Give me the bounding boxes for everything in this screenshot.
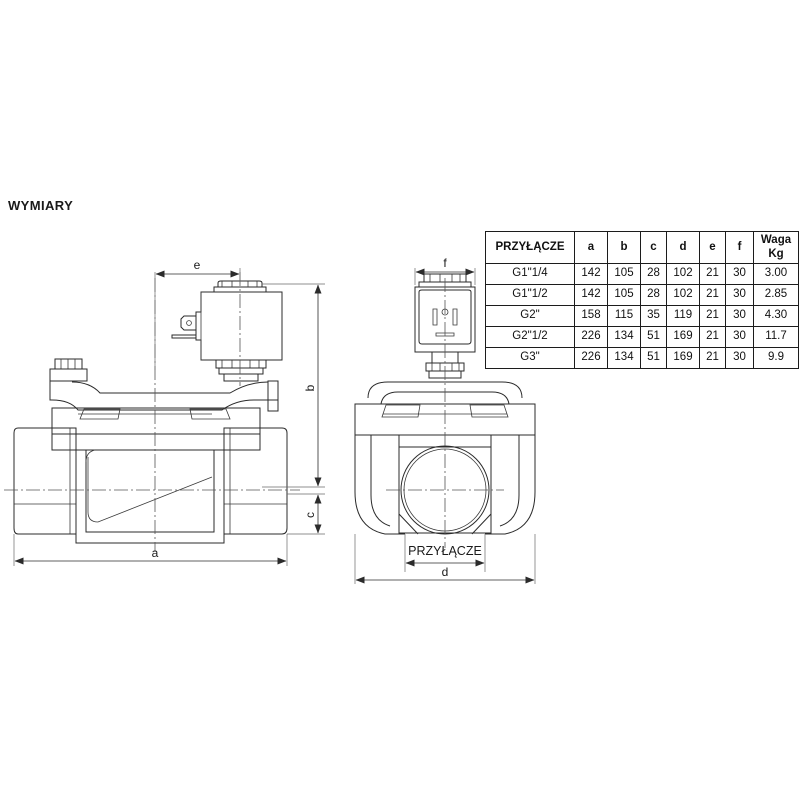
header-przylacze: PRZYŁĄCZE	[485, 231, 575, 264]
valve-flange-side	[51, 407, 261, 451]
cell-f: 30	[725, 284, 754, 306]
cell-e: 21	[699, 263, 726, 285]
dimension-d-label: d	[442, 565, 449, 579]
cell-d: 102	[666, 263, 700, 285]
bonnet-nut-side	[49, 358, 88, 382]
cell-b: 105	[607, 284, 641, 306]
header-d: d	[666, 231, 700, 264]
cell-e: 21	[699, 326, 726, 348]
cell-d: 169	[666, 326, 700, 348]
side-view-group: e b c a	[4, 258, 325, 566]
cell-e: 21	[699, 347, 726, 369]
cell-a: 158	[574, 305, 608, 327]
cell-d: 119	[666, 305, 700, 327]
cell-e: 21	[699, 305, 726, 327]
dimension-e: e	[154, 258, 241, 370]
cell-connection: G1"1/4	[485, 263, 575, 285]
cell-b: 105	[607, 263, 641, 285]
dimension-e-label: e	[194, 258, 201, 272]
cell-a: 142	[574, 284, 608, 306]
cell-d: 102	[666, 284, 700, 306]
cell-a: 142	[574, 263, 608, 285]
cell-f: 30	[725, 263, 754, 285]
cell-weight: 2.85	[753, 284, 799, 306]
cell-weight: 9.9	[753, 347, 799, 369]
coil-side	[171, 280, 283, 412]
cell-c: 28	[640, 284, 667, 306]
cell-connection: G2"1/2	[485, 326, 575, 348]
dimension-a-label: a	[152, 546, 159, 560]
valve-body-side	[13, 427, 288, 544]
header-b: b	[607, 231, 641, 264]
cell-f: 30	[725, 326, 754, 348]
header-f: f	[725, 231, 754, 264]
cell-a: 226	[574, 347, 608, 369]
page-title: WYMIARY	[8, 198, 74, 213]
front-view-group: f PRZYŁĄCZE d	[354, 256, 536, 584]
dimension-overall-width-front	[354, 534, 536, 584]
cell-connection: G2"	[485, 305, 575, 327]
dimension-b-label: b	[303, 384, 317, 391]
dimension-b: b	[262, 283, 325, 488]
cell-c: 51	[640, 347, 667, 369]
cell-b: 134	[607, 326, 641, 348]
cell-c: 35	[640, 305, 667, 327]
dimension-d: d	[404, 534, 486, 579]
cell-c: 28	[640, 263, 667, 285]
dimension-c-label: c	[303, 512, 317, 518]
table-header-row: PRZYŁĄCZE a b c d e f Waga Kg	[485, 231, 799, 264]
cell-connection: G1"1/2	[485, 284, 575, 306]
cell-weight: 3.00	[753, 263, 799, 285]
port-label: PRZYŁĄCZE	[408, 544, 482, 558]
cell-b: 134	[607, 347, 641, 369]
cell-f: 30	[725, 347, 754, 369]
header-a: a	[574, 231, 608, 264]
cell-weight: 4.30	[753, 305, 799, 327]
valve-bonnet-side	[49, 381, 278, 411]
header-waga-kg: Waga Kg	[753, 231, 799, 264]
cell-a: 226	[574, 326, 608, 348]
cell-c: 51	[640, 326, 667, 348]
dimension-c: c	[287, 493, 325, 535]
cell-e: 21	[699, 284, 726, 306]
cell-b: 115	[607, 305, 641, 327]
dimension-a: a	[13, 534, 288, 566]
dimension-f: f	[414, 256, 476, 285]
header-c: c	[640, 231, 667, 264]
cell-d: 169	[666, 347, 700, 369]
header-waga-line1: Waga	[760, 234, 792, 247]
cell-weight: 11.7	[753, 326, 799, 348]
cell-f: 30	[725, 305, 754, 327]
dimension-f-label: f	[443, 256, 447, 270]
header-e: e	[699, 231, 726, 264]
header-waga-line2: Kg	[768, 247, 784, 260]
cell-connection: G3"	[485, 347, 575, 369]
